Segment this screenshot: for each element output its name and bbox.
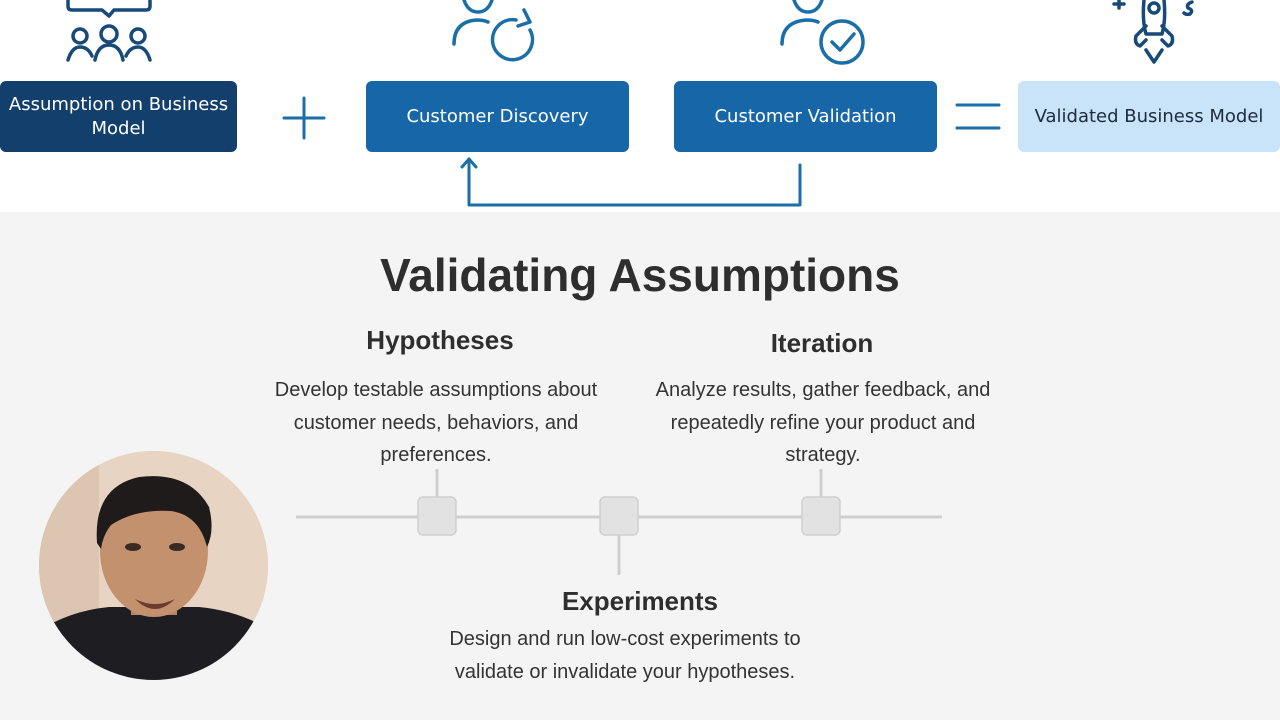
iteration-heading: Iteration bbox=[770, 328, 874, 358]
timeline bbox=[296, 469, 942, 575]
hypotheses-line-2: customer needs, behaviors, and bbox=[293, 411, 579, 434]
person-refresh-icon bbox=[452, 0, 535, 62]
hypotheses-text: Develop testable assumptions about custo… bbox=[240, 374, 632, 472]
experiments-line-1: Design and run low-cost experiments to bbox=[449, 628, 801, 650]
hypotheses-line-3: preferences. bbox=[380, 444, 492, 466]
validated-model-box: Validated Business Model bbox=[1018, 81, 1280, 152]
iteration-node bbox=[801, 496, 841, 536]
iteration-line-1: Analyze results, gather feedback, and bbox=[655, 379, 991, 401]
customer-validation-label: Customer Validation bbox=[714, 105, 897, 127]
iteration-line-3: strategy. bbox=[785, 444, 861, 466]
person-check-icon bbox=[780, 0, 865, 65]
customer-discovery-label: Customer Discovery bbox=[406, 105, 589, 127]
presenter-icon bbox=[39, 451, 268, 680]
hypotheses-heading: Hypotheses bbox=[366, 325, 514, 355]
customer-validation-box: Customer Validation bbox=[674, 81, 937, 152]
people-chat-icon bbox=[66, 0, 152, 62]
hypotheses-node bbox=[417, 496, 457, 536]
experiments-text: Design and run low-cost experiments to v… bbox=[420, 623, 830, 688]
iteration-line-2: repeatedly refine your product and bbox=[670, 411, 976, 434]
experiments-node bbox=[599, 496, 639, 536]
assumption-label: Assumption on Business Model bbox=[8, 93, 229, 139]
validated-model-label: Validated Business Model bbox=[1034, 105, 1264, 127]
hypotheses-line-1: Develop testable assumptions about bbox=[274, 379, 598, 401]
iteration-text: Analyze results, gather feedback, and re… bbox=[628, 374, 1018, 472]
equals-operator bbox=[955, 103, 1001, 130]
flow-diagram: Assumption on Business Model Customer Di… bbox=[0, 0, 1280, 212]
experiments-heading: Experiments bbox=[561, 586, 719, 616]
experiments-line-2: validate or invalidate your hypotheses. bbox=[454, 660, 796, 683]
feedback-loop-arrow bbox=[460, 157, 802, 207]
webcam-avatar bbox=[39, 451, 268, 680]
plus-operator bbox=[282, 96, 326, 140]
slide-title: Validating Assumptions bbox=[380, 249, 900, 301]
customer-discovery-box: Customer Discovery bbox=[366, 81, 629, 152]
rocket-money-icon bbox=[1112, 0, 1194, 64]
assumption-box: Assumption on Business Model bbox=[0, 81, 237, 152]
